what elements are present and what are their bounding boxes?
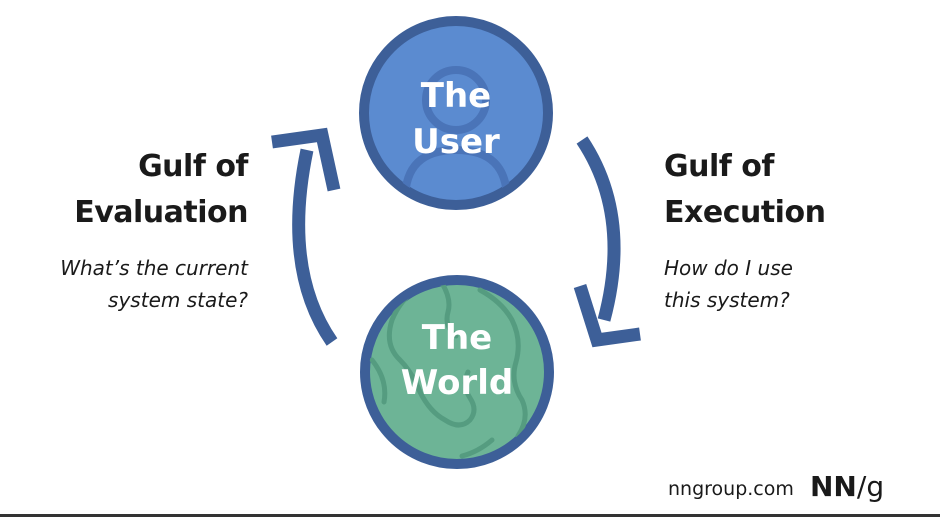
logo-slash: /: [856, 470, 867, 503]
evaluation-question: What’s the current system state?: [0, 252, 248, 316]
user-circle: The User: [359, 16, 553, 210]
evaluation-arrowhead: [271, 127, 341, 192]
evaluation-heading-line2: Evaluation: [74, 195, 248, 230]
execution-heading: Gulf of Execution: [664, 144, 924, 236]
evaluation-question-line1: What’s the current: [60, 256, 248, 280]
evaluation-question-line2: system state?: [108, 288, 248, 312]
logo-nn: NN: [810, 470, 857, 503]
execution-question-line2: this system?: [664, 288, 790, 312]
execution-arc: [576, 136, 621, 322]
execution-heading-line1: Gulf of: [664, 149, 774, 184]
evaluation-arc: [292, 148, 338, 346]
footer-url[interactable]: nngroup.com: [668, 478, 794, 500]
world-circle: The World: [360, 275, 554, 469]
logo-g: g: [866, 470, 885, 503]
world-label-line2: World: [401, 363, 513, 403]
world-label-line1: The: [422, 318, 492, 358]
execution-heading-line2: Execution: [664, 195, 826, 230]
execution-question-line1: How do I use: [664, 256, 793, 280]
user-label-line1: The: [421, 76, 491, 116]
execution-arrowhead: [573, 284, 641, 348]
execution-question: How do I use this system?: [664, 252, 924, 316]
bottom-divider: [0, 514, 940, 517]
evaluation-heading: Gulf of Evaluation: [0, 144, 248, 236]
globe-continents-icon: [369, 284, 528, 459]
person-silhouette-icon: [401, 66, 511, 201]
evaluation-heading-line1: Gulf of: [138, 149, 248, 184]
user-label-line2: User: [412, 122, 500, 162]
nng-logo: NN/g: [810, 470, 884, 503]
